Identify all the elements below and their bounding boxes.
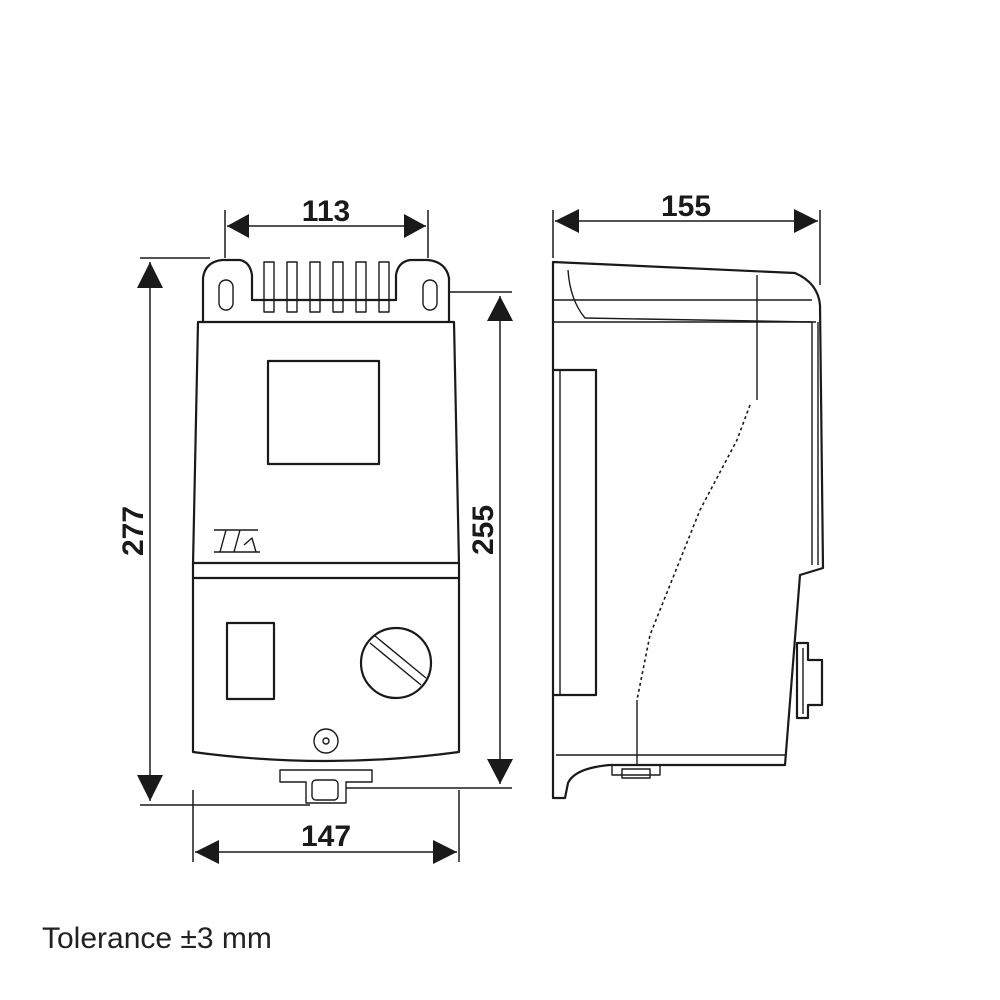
tolerance-note: Tolerance ±3 mm bbox=[42, 922, 272, 955]
dimension-overall-height: 277 bbox=[117, 257, 310, 806]
logo-mark bbox=[214, 529, 260, 553]
dimension-body-height: 255 bbox=[346, 291, 513, 789]
rotary-knob bbox=[359, 626, 433, 700]
side-back-plate bbox=[551, 368, 598, 697]
cooling-fins bbox=[263, 261, 390, 313]
dimension-top-width: 113 bbox=[224, 195, 429, 258]
dimension-label-277: 277 bbox=[117, 506, 150, 556]
side-cover-edge bbox=[636, 404, 751, 701]
cable-gland bbox=[279, 769, 373, 804]
display-window bbox=[266, 359, 381, 466]
dimension-label-113: 113 bbox=[302, 195, 350, 228]
indicator-window bbox=[225, 621, 276, 701]
side-body-outline bbox=[551, 260, 825, 800]
dimension-label-255: 255 bbox=[467, 505, 500, 555]
dimension-side-depth: 155 bbox=[552, 190, 821, 285]
side-view bbox=[551, 260, 825, 800]
side-top-rim bbox=[567, 269, 813, 323]
front-screw bbox=[313, 728, 339, 754]
side-knob bbox=[795, 641, 824, 720]
right-mount-hole bbox=[422, 279, 438, 311]
front-body-outline bbox=[191, 320, 461, 763]
front-view bbox=[191, 258, 461, 804]
left-mount-hole bbox=[218, 279, 234, 311]
side-bottom-gland bbox=[611, 764, 661, 779]
front-top-mount bbox=[201, 258, 451, 324]
dimension-label-147: 147 bbox=[301, 820, 351, 853]
dimension-label-155: 155 bbox=[661, 190, 711, 223]
dimension-bottom-width: 147 bbox=[192, 790, 460, 864]
